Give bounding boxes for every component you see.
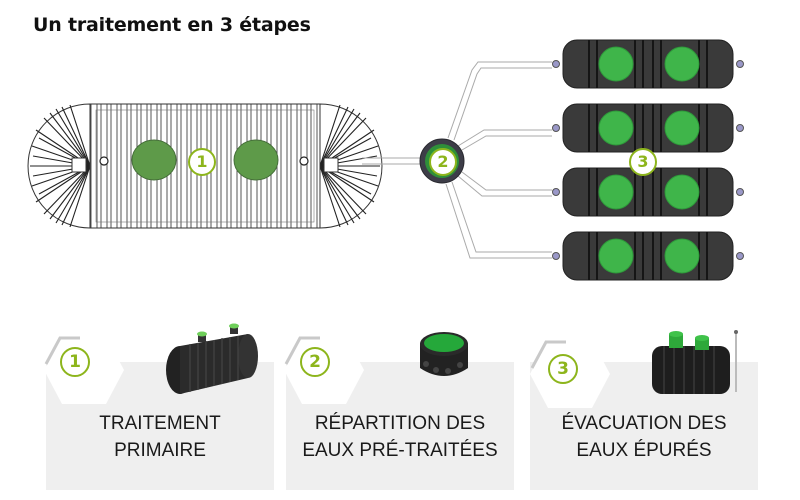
filter-tank: [552, 103, 744, 153]
filter-tank: [552, 167, 744, 217]
filter-tank: [552, 231, 744, 281]
distribution-pipes: [445, 61, 552, 259]
step-label-line1: TRAITEMENT: [99, 413, 221, 434]
inlet-pipe: [362, 157, 426, 165]
filter-tanks: [552, 39, 744, 281]
treatment-diagram: [27, 39, 744, 281]
step-number-badge-2: 2: [300, 347, 330, 377]
step-number-badge-1: 1: [60, 347, 90, 377]
diagram-badge-2: 2: [429, 148, 457, 176]
diagram-badge-1: 1: [188, 148, 216, 176]
filter-tank-icon: [652, 330, 738, 394]
diagram-badge-3: 3: [629, 148, 657, 176]
primary-lid-right: [233, 139, 279, 181]
step-label-line2: EAUX PRÉ-TRAITÉES: [302, 440, 498, 461]
step-label-line1: RÉPARTITION DES: [314, 413, 486, 434]
step-label-line1: ÉVACUATION DES: [561, 413, 727, 434]
page-title: Un traitement en 3 étapes: [33, 14, 311, 36]
step-label-line2: EAUX ÉPURÉS: [576, 440, 712, 461]
primary-lid-left: [131, 139, 177, 181]
step-label-line2: PRIMAIRE: [114, 440, 206, 461]
filter-tank: [552, 39, 744, 89]
primary-tank-icon: [166, 323, 258, 394]
distribution-box-icon: [420, 332, 468, 376]
step-number-badge-3: 3: [548, 354, 578, 384]
